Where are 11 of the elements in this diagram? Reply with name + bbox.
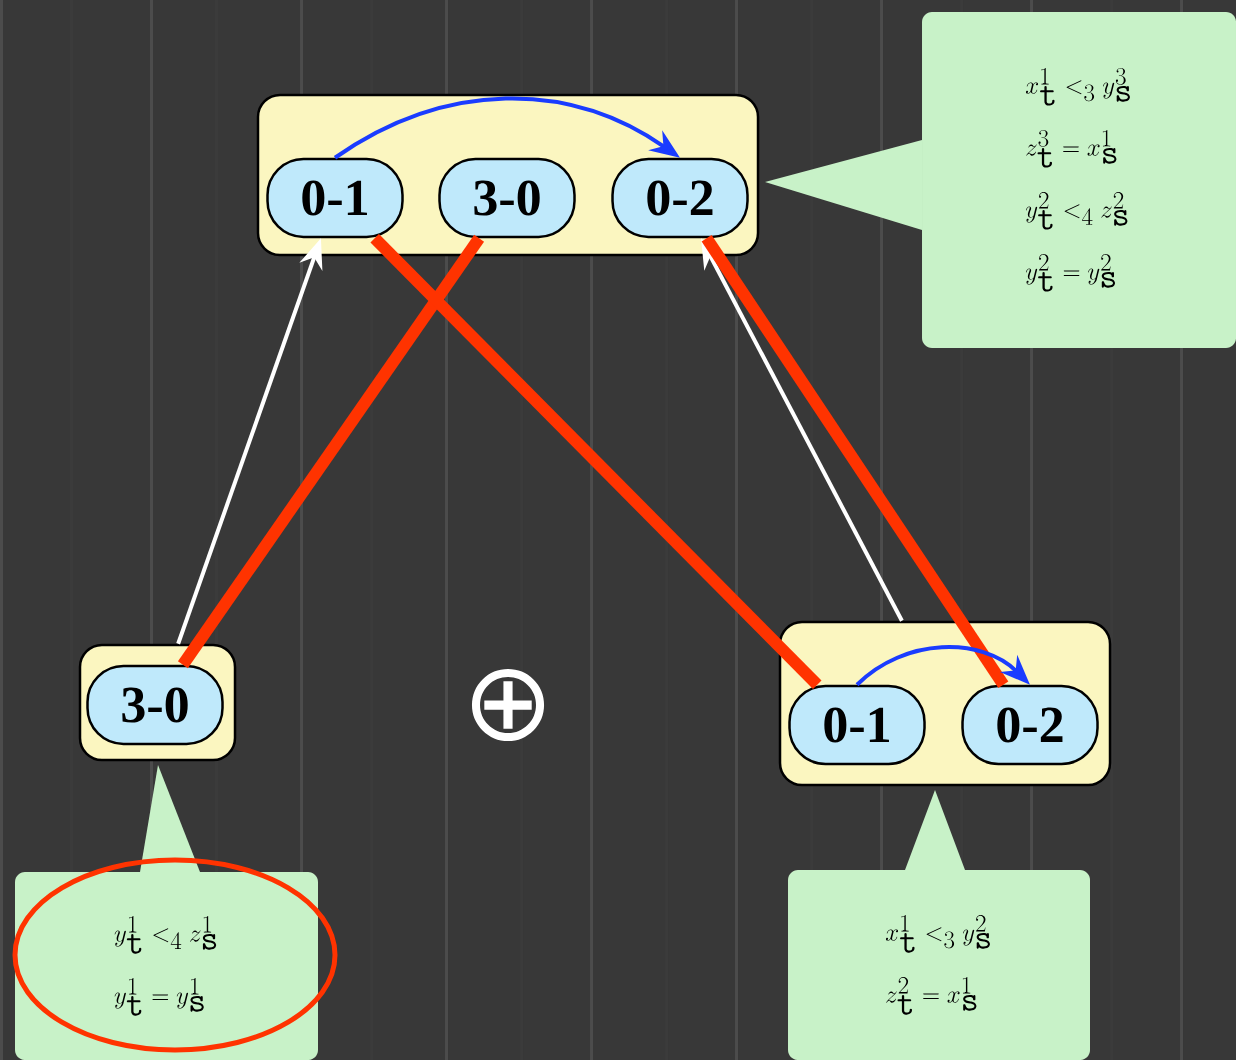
state-pill: 3-0 (86, 664, 224, 746)
circle-mark (12, 857, 338, 1053)
callout-bubble: $x^{1}_{\mathtt{t}} <_{3} y^{2}_{\mathtt{s}}$ $z^{2}_{\mathtt{t}} = x^{1}_{\mathtt{s}}$ (788, 790, 1090, 1060)
state-pill: 0-2 (961, 684, 1099, 766)
callout-bubble: $x^{1}_{\mathtt{t}} <_{3} y^{3}_{\mathtt{s}}$ $z^{3}_{\mathtt{t}} = x^{1}_{\mathtt{s}}$ $y^{2}_{\mathtt{t}} <_{4} z^{2}_{\mathtt{s}}$ $y^{2}_{\mathtt{t}} = y^{2}_{\mathtt{s}}$ (765, 12, 1236, 348)
state-pill: 3-0 (438, 157, 576, 239)
plus-symbol: ⊕ (471, 668, 545, 742)
callout-bubble: $y^{1}_{\mathtt{t}} <_{4} z^{1}_{\mathtt{s}}$ $y^{1}_{\mathtt{t}} = y^{1}_{\mathtt{s}}$ (15, 765, 318, 1060)
state-pill: 0-2 (611, 157, 749, 239)
state-pill: 0-1 (788, 684, 926, 766)
state-pill: 0-1 (266, 157, 404, 239)
